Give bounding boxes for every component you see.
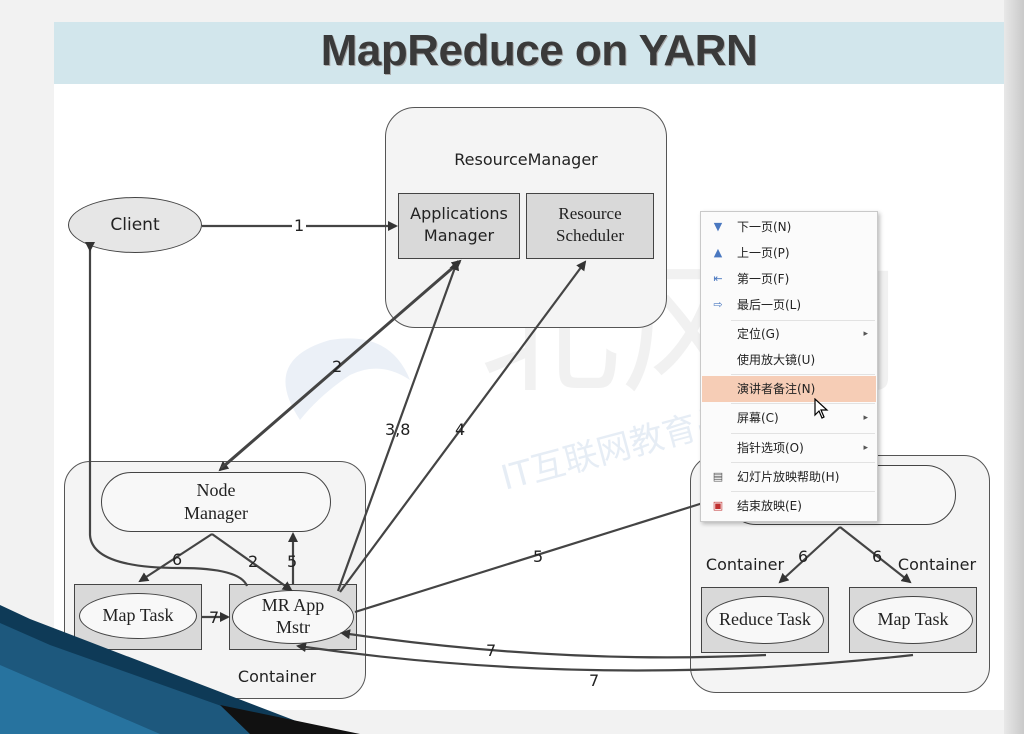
edge-label-5: 5 <box>533 547 543 566</box>
container-label-2: Container <box>237 667 317 686</box>
edge-label-6: 6 <box>172 550 182 569</box>
submenu-arrow-icon: ▸ <box>863 443 868 453</box>
arrow-node-manager-to-apps-manager <box>220 259 462 469</box>
map-task-left-node <box>79 593 197 639</box>
map-task-right-label: Map Task <box>877 609 949 629</box>
edge-label-6c: 6 <box>872 547 882 566</box>
menu-item-label: 下一页(N) <box>737 220 792 234</box>
right-edge <box>1004 0 1024 734</box>
menu-item-label: 演讲者备注(N) <box>737 382 816 396</box>
menu-separator <box>731 433 875 434</box>
menu-item-label: 屏幕(C) <box>737 411 779 425</box>
menu-item-screen[interactable]: 屏幕(C) ▸ <box>702 405 876 431</box>
applications-manager-label: Applications Manager <box>410 204 508 245</box>
edge-label-2b: 2 <box>248 552 258 571</box>
corner-decoration <box>0 605 360 734</box>
menu-item-next[interactable]: ▼ 下一页(N) <box>702 214 876 240</box>
menu-item-end-show[interactable]: ▣ 结束放映(E) <box>702 493 876 519</box>
menu-item-last[interactable]: ⇨ 最后一页(L) <box>702 292 876 318</box>
edge-label-5b: 5 <box>287 552 297 571</box>
menu-item-help[interactable]: ▤ 幻灯片放映帮助(H) <box>702 464 876 490</box>
applications-manager-box <box>398 193 520 259</box>
arrow-mr-app-to-right-node <box>354 501 704 614</box>
map-task-left-label: Map Task <box>102 605 174 625</box>
arrow-node-manager-to-mr-app <box>211 533 293 592</box>
reduce-task-node <box>706 596 824 644</box>
reduce-task-label: Reduce Task <box>719 609 811 629</box>
edge-label-7c: 7 <box>589 671 599 690</box>
menu-item-previous[interactable]: ▲ 上一页(P) <box>702 240 876 266</box>
arrow-up-icon: ▲ <box>713 246 723 259</box>
mr-app-mstr-label: MR App Mstr <box>261 595 325 637</box>
submenu-arrow-icon: ▸ <box>863 413 868 423</box>
resource-scheduler-label: Resource Scheduler <box>556 204 624 245</box>
arrow-mr-app-to-scheduler <box>339 260 587 593</box>
menu-item-label: 上一页(P) <box>737 246 790 260</box>
menu-item-label: 指针选项(O) <box>737 441 804 455</box>
edge-label-3-8: 3,8 <box>385 420 410 439</box>
resource-scheduler-box <box>526 193 654 259</box>
node-manager-left-box <box>101 472 331 532</box>
menu-item-label: 使用放大镜(U) <box>737 353 816 367</box>
arrow-mr-app-to-apps-manager <box>336 260 459 592</box>
menu-separator <box>731 403 875 404</box>
menu-separator <box>731 320 875 321</box>
edge-label-1: 1 <box>294 216 304 235</box>
menu-item-magnifier[interactable]: 使用放大镜(U) <box>702 347 876 373</box>
menu-item-first[interactable]: ⇤ 第一页(F) <box>702 266 876 292</box>
client-label: Client <box>110 215 160 235</box>
slide-title: MapReduce on YARN <box>320 26 758 75</box>
context-menu: ▼ 下一页(N) ▲ 上一页(P) ⇤ 第一页(F) ⇨ 最后一页(L) 定位(… <box>700 211 878 522</box>
mouse-cursor-icon <box>814 398 829 419</box>
arrow-right-node-to-map-task <box>839 526 912 584</box>
arrow-reduce-task-to-mr-app <box>340 629 767 659</box>
edge-label-2: 2 <box>332 357 342 376</box>
arrow-right-node-to-reduce-task <box>778 526 841 584</box>
arrow-mr-app-to-client <box>85 242 249 587</box>
arrow-node-manager-to-map-task <box>138 533 213 583</box>
menu-item-label: 最后一页(L) <box>737 298 802 312</box>
edge-label-7b: 7 <box>486 641 496 660</box>
last-page-icon: ⇨ <box>713 298 723 311</box>
menu-item-label: 幻灯片放映帮助(H) <box>737 470 840 484</box>
mr-app-mstr-node <box>232 590 354 644</box>
map-task-right-node <box>853 596 973 644</box>
title-band <box>54 22 1024 84</box>
help-icon: ▤ <box>712 470 724 483</box>
menu-item-label: 第一页(F) <box>737 272 790 286</box>
edge-label-4: 4 <box>455 420 465 439</box>
menu-separator <box>731 491 875 492</box>
menu-item-pointer-options[interactable]: 指针选项(O) ▸ <box>702 435 876 461</box>
edge-label-bg <box>292 216 306 234</box>
menu-item-goto[interactable]: 定位(G) ▸ <box>702 321 876 347</box>
menu-item-speaker-notes[interactable]: 演讲者备注(N) <box>702 376 876 402</box>
watermark-logo <box>285 338 410 420</box>
menu-separator <box>731 374 875 375</box>
arrow-down-icon: ▼ <box>713 220 723 233</box>
container-label-4: Container <box>897 555 977 574</box>
arrow-map-task-right-to-mr-app <box>296 642 914 672</box>
resource-manager-label: ResourceManager <box>454 150 598 169</box>
submenu-arrow-icon: ▸ <box>863 329 868 339</box>
menu-item-label: 结束放映(E) <box>737 499 802 513</box>
edge-label-7a: 7 <box>209 608 219 627</box>
first-page-icon: ⇤ <box>713 272 723 285</box>
container-label-3: Container <box>705 555 785 574</box>
node-manager-left-label: Node Manager <box>184 480 248 523</box>
end-show-icon: ▣ <box>712 499 724 512</box>
menu-item-label: 定位(G) <box>737 327 780 341</box>
menu-separator <box>731 462 875 463</box>
edge-label-6b: 6 <box>798 547 808 566</box>
